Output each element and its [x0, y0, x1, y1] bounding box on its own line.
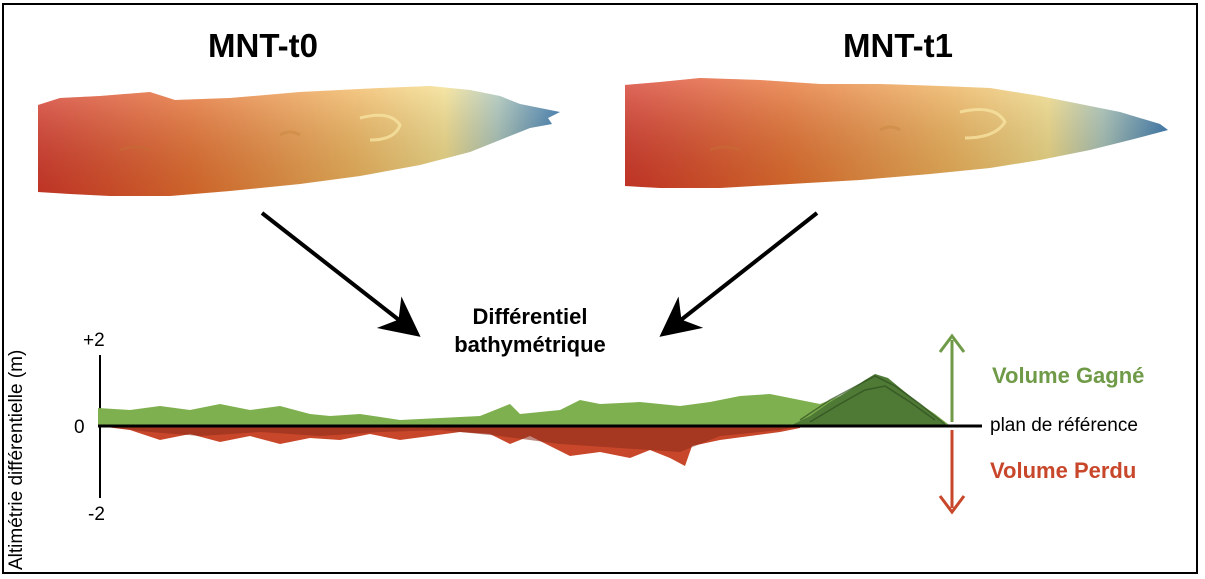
gain-profile-dark — [790, 374, 948, 426]
gain-ridge-lines — [799, 375, 946, 425]
diff-label-line1: Différentiel — [472, 304, 588, 329]
diff-label-line2: bathymétrique — [454, 332, 606, 357]
dem-t0-title: MNT-t0 — [208, 27, 318, 64]
dem-t1-title: MNT-t1 — [843, 27, 953, 64]
y-axis-label: Altimétrie différentielle (m) — [6, 349, 27, 570]
gain-arrowhead — [938, 333, 966, 353]
diff-label: Différentiel bathymétrique — [400, 303, 660, 359]
tick-top: +2 — [83, 330, 105, 351]
legend-loss: Volume Perdu — [990, 458, 1137, 483]
dem-t0-surface — [38, 86, 560, 196]
loss-profile-dark — [98, 426, 800, 452]
tick-bottom: -2 — [88, 504, 105, 525]
arrow-t1-to-diff — [659, 211, 819, 337]
arrow-t0-to-diff — [260, 211, 421, 337]
legend-gain: Volume Gagné — [992, 363, 1145, 388]
tick-zero: 0 — [74, 417, 85, 438]
gain-profile — [98, 376, 950, 426]
loss-arrowhead — [938, 495, 966, 515]
legend-reference: plan de référence — [990, 415, 1138, 436]
dem-t1-surface — [625, 78, 1168, 188]
